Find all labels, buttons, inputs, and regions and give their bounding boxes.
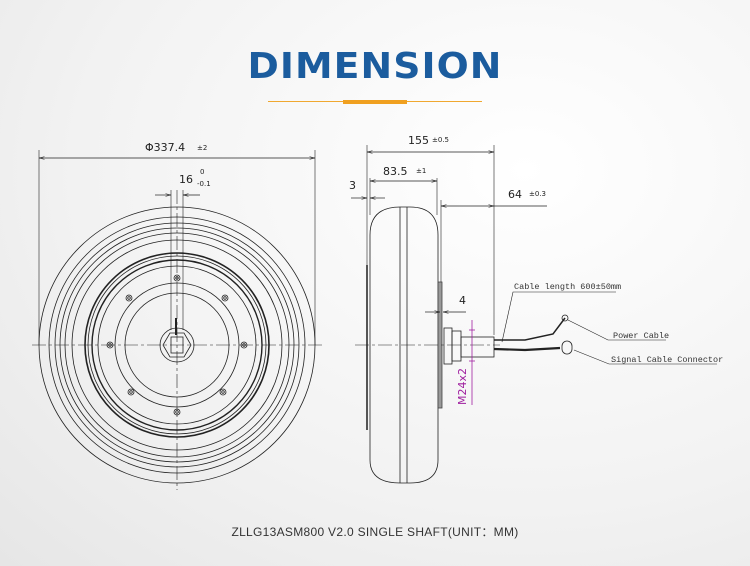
page-title: DIMENSION <box>247 46 503 87</box>
flange-thickness-label: 4 <box>459 294 466 307</box>
cable-length-note: Cable length 600±50mm <box>514 282 621 292</box>
title-divider-accent <box>343 100 407 104</box>
thread-label: M24x2 <box>456 368 469 405</box>
model-caption: ZLLG13ASM800 V2.0 SINGLE SHAFT(UNIT：MM) <box>231 525 519 539</box>
hub-width-label: 83.5 <box>383 165 408 178</box>
total-width-label: 155 <box>408 134 429 147</box>
offset-label: 3 <box>349 179 356 192</box>
signal-cable-note: Signal Cable Connector <box>611 355 723 365</box>
diameter-label: Φ337.4 <box>145 141 185 154</box>
shaft-length-tolerance: ±0.3 <box>529 190 546 198</box>
total-width-tolerance: ±0.5 <box>432 136 449 144</box>
shaft-length-label: 64 <box>508 188 522 201</box>
side-view <box>351 145 717 484</box>
hub-width-tolerance: ±1 <box>416 167 426 175</box>
diameter-tolerance: ±2 <box>197 144 207 152</box>
power-cable-note: Power Cable <box>613 331 669 341</box>
shaft-tolerance-upper: 0 <box>200 168 204 176</box>
shaft-diameter-label: 16 <box>179 173 193 186</box>
front-view <box>32 150 322 490</box>
thread-dimension <box>469 320 475 405</box>
shaft-tolerance-lower: -0.1 <box>197 180 211 188</box>
